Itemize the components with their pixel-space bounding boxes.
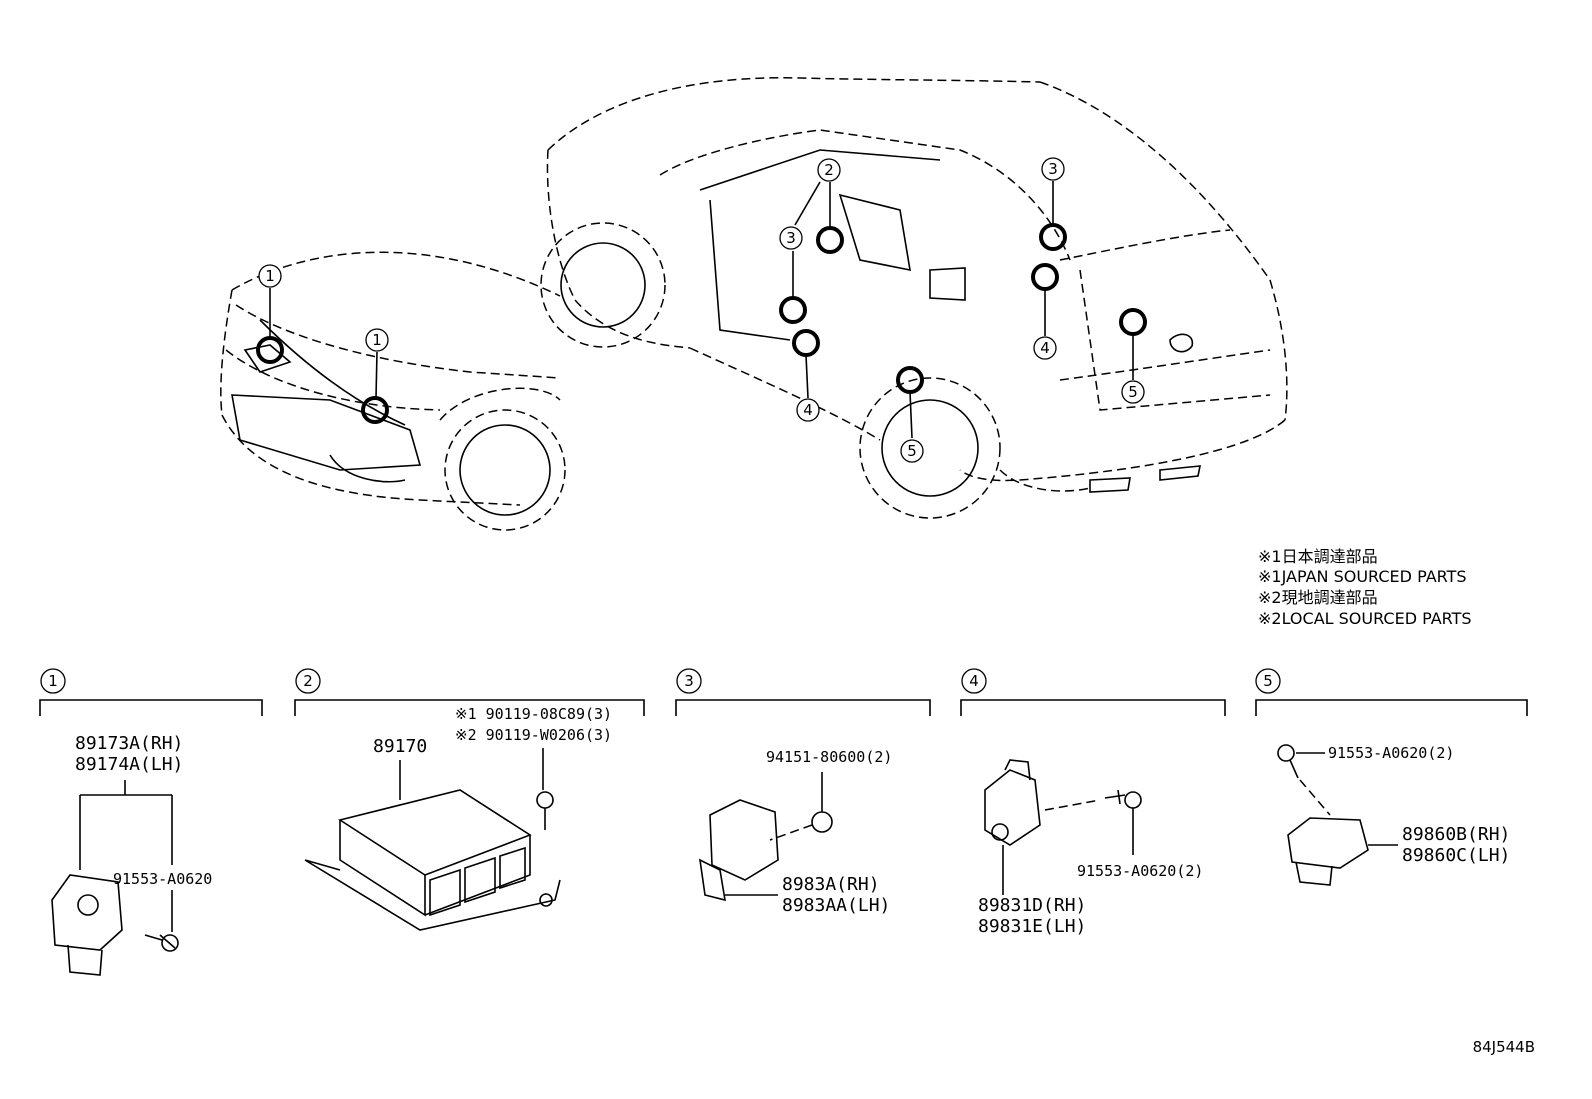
callout-1: 1 — [365, 328, 389, 352]
svg-text:※1日本調達部品: ※1日本調達部品 — [1258, 547, 1378, 566]
svg-text:※2現地調達部品: ※2現地調達部品 — [1258, 588, 1378, 607]
vehicle-callouts: 1 1 2 3 3 4 4 5 5 — [258, 157, 1145, 463]
location-marker — [896, 366, 924, 394]
svg-text:91553-A0620(2): 91553-A0620(2) — [1077, 862, 1203, 880]
location-marker — [256, 336, 284, 364]
svg-text:94151-80600(2): 94151-80600(2) — [766, 748, 892, 766]
callout-4: 4 — [1033, 336, 1057, 360]
svg-text:2: 2 — [824, 161, 834, 179]
callout-5: 5 — [900, 439, 924, 463]
svg-text:3: 3 — [786, 229, 796, 247]
figure-code: 84J544B — [1473, 1038, 1535, 1056]
callout-3: 3 — [1041, 157, 1065, 181]
svg-text:3: 3 — [1048, 160, 1058, 178]
svg-text:2: 2 — [303, 672, 313, 690]
airbag-control-unit-shape — [304, 789, 561, 931]
svg-text:91553-A0620(2): 91553-A0620(2) — [1328, 744, 1454, 762]
svg-text:89831E(LH): 89831E(LH) — [978, 916, 1086, 937]
sensor-location-markers — [256, 223, 1147, 424]
callout-leaders — [269, 181, 1134, 439]
svg-text:89173A(RH): 89173A(RH) — [75, 733, 183, 754]
callout-2: 2 — [817, 158, 841, 182]
location-marker — [779, 296, 807, 324]
callout-4: 4 — [796, 398, 820, 422]
group-4: 4 91553-A0620(2) 89831D(RH) 89831E(LH) — [960, 668, 1226, 937]
svg-text:1: 1 — [48, 672, 58, 690]
rear-impact-sensor-shape — [984, 759, 1041, 846]
group-3: 3 94151-80600(2) 8983A(RH) 8983AA(LH) — [675, 668, 931, 916]
svg-text:89831D(RH): 89831D(RH) — [978, 895, 1086, 916]
location-marker — [1039, 223, 1067, 251]
callout-1: 1 — [258, 264, 282, 288]
location-marker — [792, 329, 820, 357]
callout-5: 5 — [1121, 380, 1145, 404]
svg-text:1: 1 — [372, 331, 382, 349]
svg-text:※2LOCAL SOURCED PARTS: ※2LOCAL SOURCED PARTS — [1258, 609, 1472, 628]
side-impact-sensor-shape — [698, 799, 779, 902]
svg-text:8983AA(LH): 8983AA(LH) — [782, 895, 890, 916]
group-5: 5 91553-A0620(2) 89860B(RH) 89860C(LH) — [1255, 668, 1528, 886]
group-1: 1 89173A(RH) 89174A(LH) 91553-A0620 — [39, 668, 263, 976]
svg-text:89170: 89170 — [373, 736, 427, 757]
svg-text:5: 5 — [907, 442, 917, 460]
svg-text:89174A(LH): 89174A(LH) — [75, 754, 183, 775]
svg-text:5: 5 — [1128, 383, 1138, 401]
svg-text:※1 90119-08C89(3): ※1 90119-08C89(3) — [455, 705, 612, 723]
svg-text:1: 1 — [265, 267, 275, 285]
front-impact-sensor-shape — [51, 874, 123, 976]
callout-3: 3 — [779, 226, 803, 250]
side-vehicle-illustration — [540, 77, 1288, 519]
svg-text:※1JAPAN SOURCED PARTS: ※1JAPAN SOURCED PARTS — [1258, 567, 1467, 586]
svg-text:4: 4 — [803, 401, 813, 419]
front-vehicle-illustration — [220, 251, 566, 531]
svg-text:91553-A0620: 91553-A0620 — [113, 870, 212, 888]
location-marker — [1031, 263, 1059, 291]
svg-text:5: 5 — [1263, 672, 1273, 690]
location-marker — [1119, 308, 1147, 336]
svg-text:4: 4 — [1040, 339, 1050, 357]
svg-text:8983A(RH): 8983A(RH) — [782, 874, 880, 895]
svg-text:89860B(RH): 89860B(RH) — [1402, 824, 1510, 845]
location-marker — [361, 396, 389, 424]
rear-side-sensor-shape — [1287, 817, 1369, 886]
svg-text:4: 4 — [969, 672, 979, 690]
svg-text:3: 3 — [684, 672, 694, 690]
location-marker — [816, 226, 844, 254]
svg-text:89860C(LH): 89860C(LH) — [1402, 845, 1510, 866]
svg-text:※2 90119-W0206(3): ※2 90119-W0206(3) — [455, 726, 612, 744]
group-2: 2 ※1 90119-08C89(3) ※2 90119-W0206(3) 89… — [294, 668, 645, 931]
sourcing-notes: ※1日本調達部品 ※1JAPAN SOURCED PARTS ※2現地調達部品 … — [1258, 547, 1472, 628]
